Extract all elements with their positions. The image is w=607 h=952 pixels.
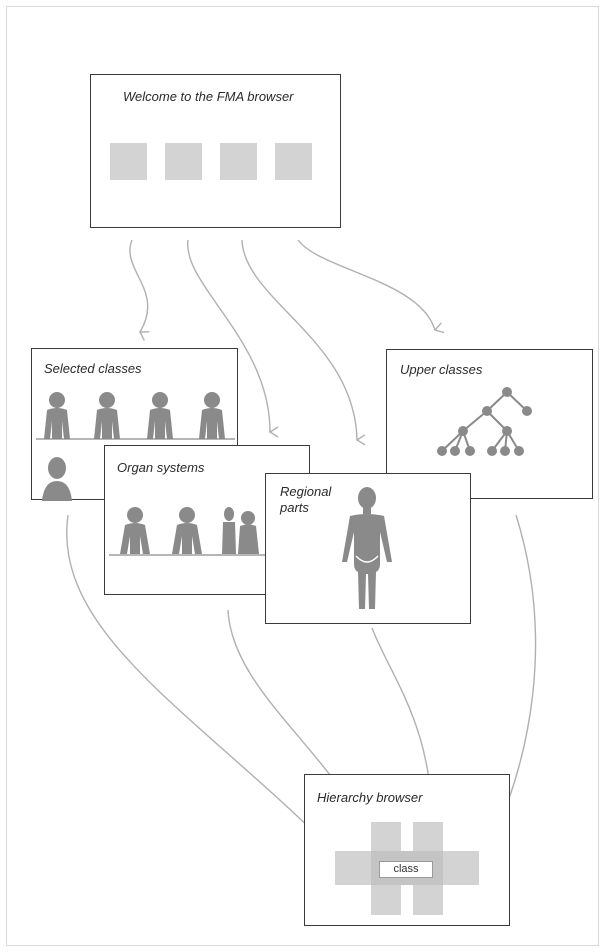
regional-parts-title: Regional parts: [280, 484, 332, 515]
class-node[interactable]: class: [379, 861, 433, 878]
organ-systems-title: Organ systems: [117, 460, 205, 475]
thumbnail-icon: [110, 143, 147, 180]
human-figure-icon: [94, 392, 120, 439]
welcome-panel[interactable]: Welcome to the FMA browser: [90, 74, 341, 228]
hierarchy-browser-title: Hierarchy browser: [317, 790, 423, 805]
human-figure-icon: [42, 457, 72, 501]
upper-classes-title: Upper classes: [400, 362, 483, 377]
selected-figures: [36, 392, 235, 501]
human-figure-icon: [199, 392, 225, 439]
welcome-panel-title: Welcome to the FMA browser: [123, 89, 294, 104]
human-figure-icon: [238, 511, 259, 554]
hierarchy-browser-panel[interactable]: Hierarchy browser class: [304, 774, 510, 926]
thumbnail-icon: [275, 143, 312, 180]
thumbnail-icon: [220, 143, 257, 180]
organ-figures: [109, 507, 307, 556]
human-figure-icon: [172, 507, 202, 554]
human-figure-icon: [222, 507, 236, 554]
thumbnail-icon: [165, 143, 202, 180]
regional-figure: [342, 487, 392, 609]
human-figure-icon: [147, 392, 173, 439]
arrow-selected-to-hierarchy: [66, 514, 332, 841]
arrow-welcome-to-upper: [297, 239, 445, 334]
human-figure-icon: [342, 487, 392, 609]
arrow-welcome-to-organ: [187, 239, 279, 438]
selected-classes-title: Selected classes: [44, 361, 142, 376]
figure-frame: [6, 6, 599, 946]
regional-parts-panel[interactable]: Regional parts: [265, 473, 471, 624]
arrow-welcome-to-selected: [129, 239, 150, 341]
human-figure-icon: [120, 507, 150, 554]
tree-diagram-icon: [437, 387, 532, 456]
arrow-welcome-to-regional: [241, 239, 366, 446]
human-figure-icon: [44, 392, 70, 439]
